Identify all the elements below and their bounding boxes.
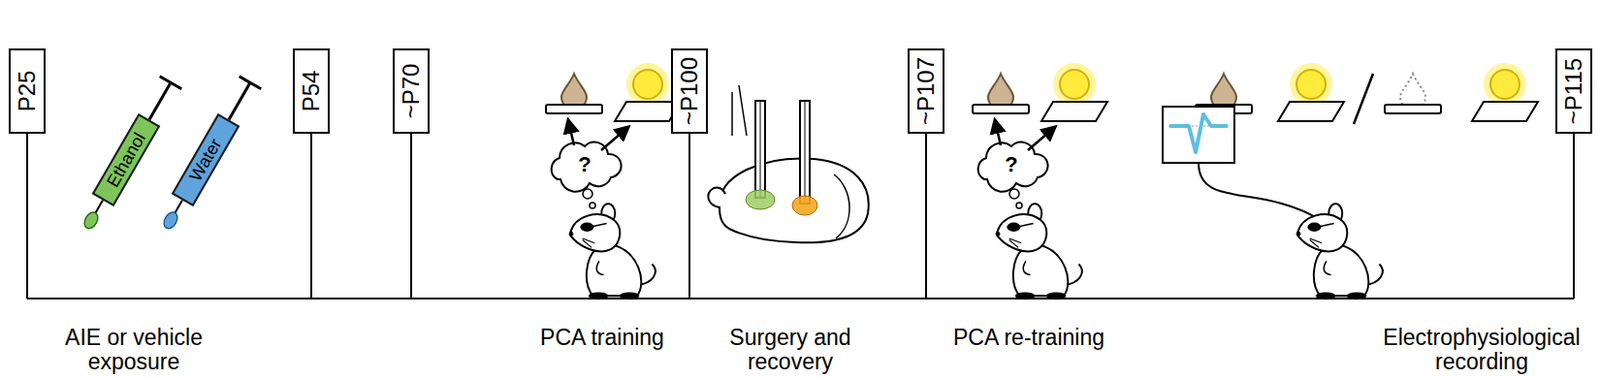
solution-label: Ethanol bbox=[103, 129, 149, 191]
timepoint-box: P54 bbox=[292, 48, 330, 134]
timepoint-label: ~P70 bbox=[399, 64, 423, 120]
brain-surgery bbox=[707, 85, 868, 243]
pca-retraining-scene bbox=[972, 63, 1108, 300]
timepoint-box: ~P107 bbox=[907, 48, 945, 134]
syringe-body: Ethanol bbox=[92, 113, 161, 207]
timepoint-box: ~P70 bbox=[392, 48, 430, 134]
stage-label: PCA re-training bbox=[922, 325, 1136, 351]
stage-label: Electrophysiological recording bbox=[1367, 325, 1597, 375]
ethanol-syringe bbox=[75, 76, 182, 235]
timepoint-label: ~P100 bbox=[677, 57, 702, 126]
timepoint-box: ~P100 bbox=[671, 48, 708, 134]
timeline-axis bbox=[27, 297, 1574, 300]
thought-mark: ? bbox=[1004, 154, 1018, 176]
syringe-body: Water bbox=[171, 113, 241, 207]
thought-mark: ? bbox=[577, 154, 591, 176]
stage-label: PCA training bbox=[505, 325, 700, 351]
pca-training-scene bbox=[545, 63, 681, 300]
water-syringe bbox=[155, 76, 261, 235]
timepoint-box: P25 bbox=[8, 48, 46, 134]
solution-label: Water bbox=[186, 135, 224, 185]
timepoint-label: P54 bbox=[299, 70, 323, 113]
timepoint-label: P25 bbox=[15, 70, 39, 113]
stage-label: AIE or vehicle exposure bbox=[32, 325, 236, 375]
timepoint-label: ~P107 bbox=[914, 57, 938, 126]
timepoint-box: ~P115 bbox=[1555, 48, 1593, 134]
stage-label: Surgery and recovery bbox=[707, 325, 873, 375]
timepoint-label: ~P115 bbox=[1562, 58, 1586, 125]
recording-scene bbox=[1162, 63, 1538, 300]
